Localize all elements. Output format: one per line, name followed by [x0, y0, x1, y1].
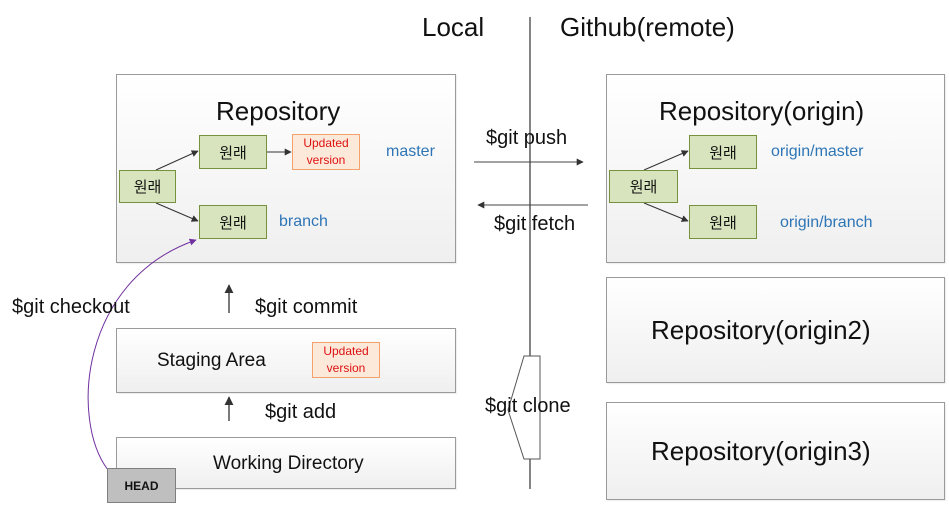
remote-root-commit: 원래 — [609, 170, 678, 203]
git-checkout-command: $git checkout — [12, 296, 130, 318]
remote-repository-origin3-panel — [606, 402, 945, 500]
local-updated-version-badge: Updated version — [292, 134, 360, 170]
head-pointer: HEAD — [107, 468, 176, 503]
remote-repository-title: Repository(origin) — [659, 96, 865, 126]
edge-root-to-master — [155, 150, 199, 171]
remote-origin3-title: Repository(origin3) — [651, 436, 871, 466]
remote-repository-origin-panel — [606, 74, 945, 263]
local-repository-panel — [116, 74, 456, 263]
local-branch-commit: 원래 — [199, 205, 267, 239]
local-header: Local — [422, 12, 485, 42]
branch-label: branch — [279, 213, 328, 230]
origin-master-label: origin/master — [771, 143, 864, 160]
local-root-commit: 원래 — [119, 170, 176, 203]
remote-header: Github(remote) — [560, 12, 735, 42]
local-master-commit: 원래 — [199, 135, 267, 169]
git-commit-command: $git commit — [255, 296, 358, 318]
remote-master-commit: 원래 — [689, 135, 757, 169]
local-repository-title: Repository — [216, 96, 341, 126]
edge-root-to-branch — [155, 202, 199, 222]
git-fetch-command: $git fetch — [494, 213, 576, 235]
checkout-curve — [87, 238, 197, 471]
staging-area-panel — [116, 328, 456, 393]
working-directory-title: Working Directory — [213, 453, 364, 474]
edge-remote-root-to-master — [643, 150, 689, 171]
master-branch-label: master — [386, 143, 435, 160]
git-push-command: $git push — [486, 127, 568, 149]
staging-area-title: Staging Area — [157, 350, 266, 371]
git-clone-command: $git clone — [485, 395, 571, 417]
clone-block-arrow — [507, 355, 541, 460]
remote-origin2-title: Repository(origin2) — [651, 315, 871, 345]
remote-repository-origin2-panel — [606, 277, 945, 383]
edge-remote-root-to-branch — [643, 202, 689, 222]
git-add-command: $git add — [265, 401, 337, 423]
staging-updated-version-badge: Updated version — [312, 342, 380, 378]
remote-branch-commit: 원래 — [689, 205, 757, 239]
origin-branch-label: origin/branch — [780, 214, 873, 231]
